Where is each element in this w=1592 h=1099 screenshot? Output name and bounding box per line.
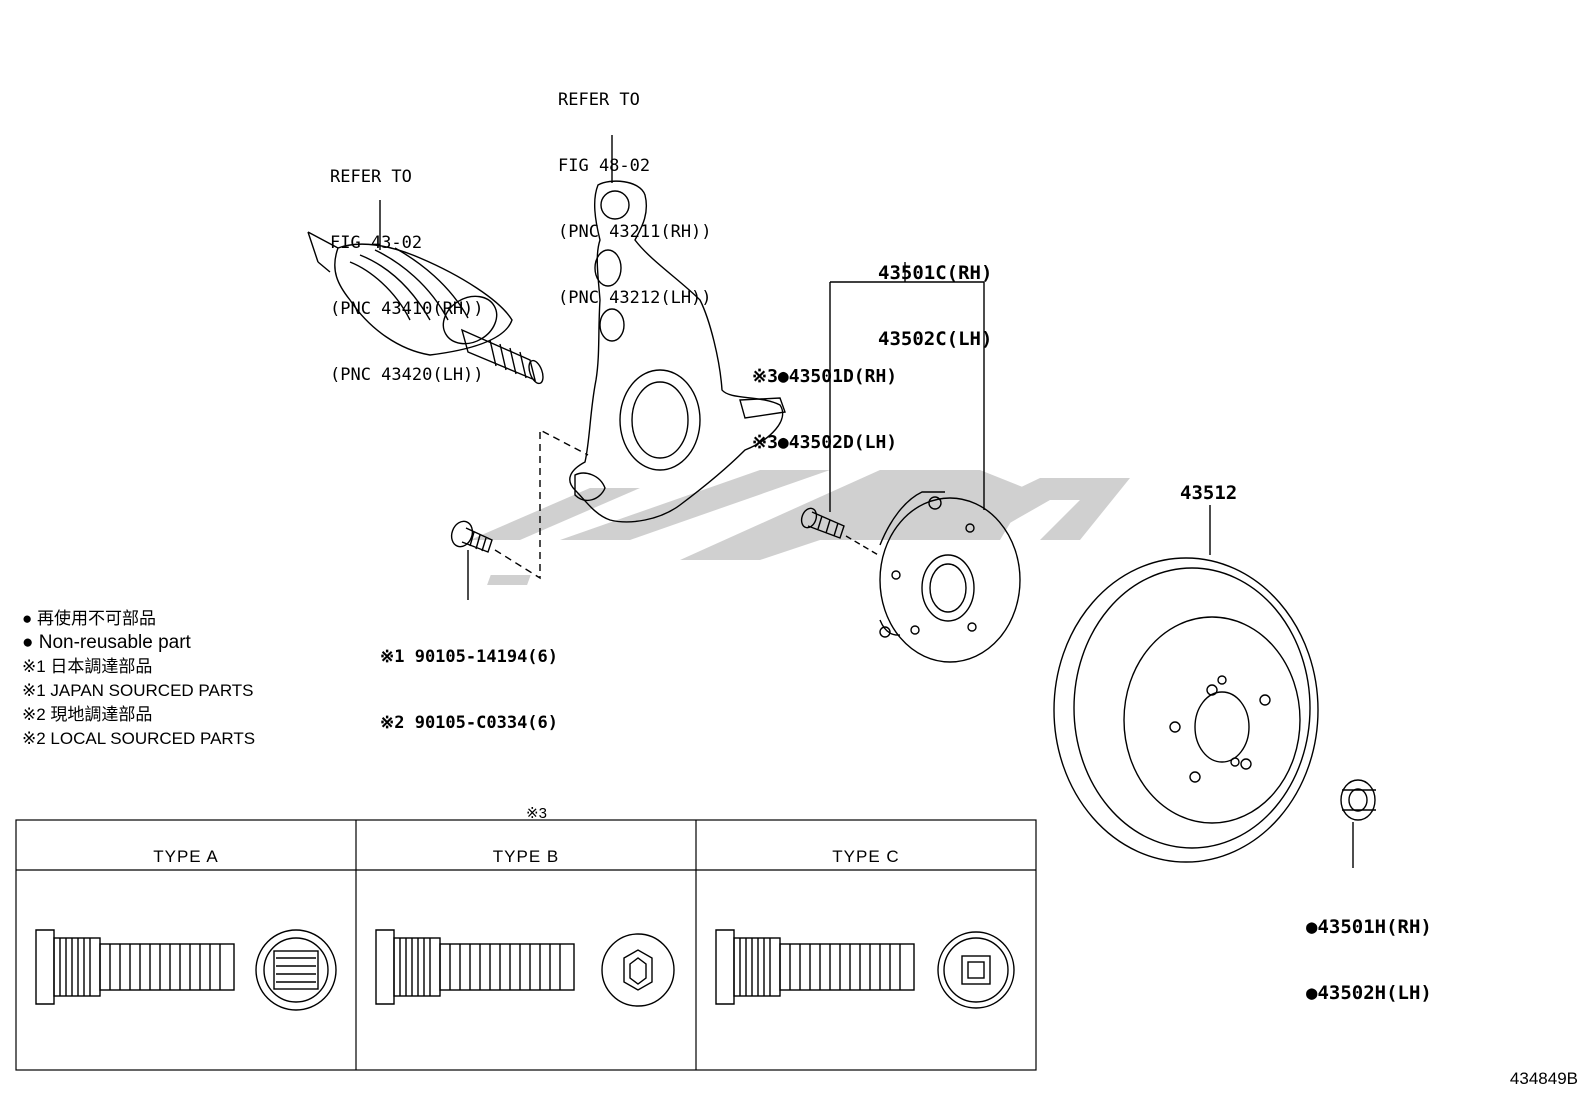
- drive-shaft-line-4: (PNC 43420(LH)): [330, 365, 484, 385]
- knuckle-bolt: [450, 428, 589, 600]
- drive-shaft: [307, 200, 544, 385]
- type-c-header: TYPE C: [832, 847, 900, 866]
- drive-shaft-callout: REFER TO FIG 43-02 (PNC 43410(RH)) (PNC …: [330, 122, 484, 408]
- drive-shaft-line-1: REFER TO: [330, 167, 412, 187]
- type-table: [15, 819, 1037, 1071]
- type-a-stud: [35, 929, 337, 1011]
- knuckle-bolt-callout: ※1 90105-14194(6) ※2 90105-C0334(6): [380, 602, 558, 756]
- table-note-mark: ※3: [526, 805, 547, 822]
- knuckle-bolt-local: ※2 90105-C0334(6): [380, 713, 559, 733]
- hub-nut: [1340, 779, 1376, 868]
- type-b-header: TYPE B: [492, 847, 560, 866]
- hub-assy-lh: 43502C(LH): [878, 328, 993, 350]
- drive-shaft-line-2: FIG 43-02: [330, 233, 423, 253]
- figure-code: 434849B: [1509, 1069, 1578, 1088]
- knuckle-callout: REFER TO FIG 48-02 (PNC 43211(RH)) (PNC …: [558, 45, 712, 331]
- legend-japan-sourced-jp: ※1 日本調達部品: [22, 657, 153, 676]
- legend-local-sourced-jp: ※2 現地調達部品: [22, 705, 153, 724]
- knuckle-line-3: (PNC 43211(RH)): [558, 222, 712, 242]
- knuckle-line-1: REFER TO: [558, 90, 640, 110]
- type-a-header: TYPE A: [153, 847, 219, 866]
- knuckle-line-2: FIG 48-02: [558, 156, 651, 176]
- legend-local-sourced-en: ※2 LOCAL SOURCED PARTS: [22, 729, 256, 748]
- hub-assy-rh: 43501C(RH): [878, 262, 993, 284]
- hub-bearing-assembly: [800, 262, 1021, 663]
- type-c-stud: [715, 929, 1015, 1009]
- knuckle-bolt-jp: ※1 90105-14194(6): [380, 647, 559, 667]
- legend-japan-sourced-en: ※1 JAPAN SOURCED PARTS: [22, 681, 254, 700]
- brake-disc: [1053, 505, 1319, 863]
- disc-callout: 43512: [1180, 482, 1238, 504]
- nut-callout: ●43501H(RH) ●43502H(LH): [1306, 872, 1432, 1026]
- hub-assy-callout: 43501C(RH) 43502C(LH): [878, 218, 992, 372]
- type-b-stud: [375, 929, 675, 1007]
- legend-non-reusable-jp: ● 再使用不可部品: [22, 609, 156, 628]
- legend: ● 再使用不可部品 ● Non-reusable part ※1 日本調達部品 …: [22, 607, 255, 751]
- legend-non-reusable-en: ● Non-reusable part: [22, 632, 191, 653]
- hub-bolt-callout: ※3●43501D(RH) ※3●43502D(LH): [752, 322, 897, 476]
- watermark-logo: [470, 470, 1130, 585]
- knuckle-line-4: (PNC 43212(LH)): [558, 288, 712, 308]
- hub-bolt-lh: ※3●43502D(LH): [752, 432, 898, 453]
- drive-shaft-line-3: (PNC 43410(RH)): [330, 299, 484, 319]
- hub-bolt-rh: ※3●43501D(RH): [752, 366, 898, 387]
- steering-knuckle: [569, 135, 786, 523]
- nut-lh: ●43502H(LH): [1306, 982, 1432, 1004]
- nut-rh: ●43501H(RH): [1306, 916, 1432, 938]
